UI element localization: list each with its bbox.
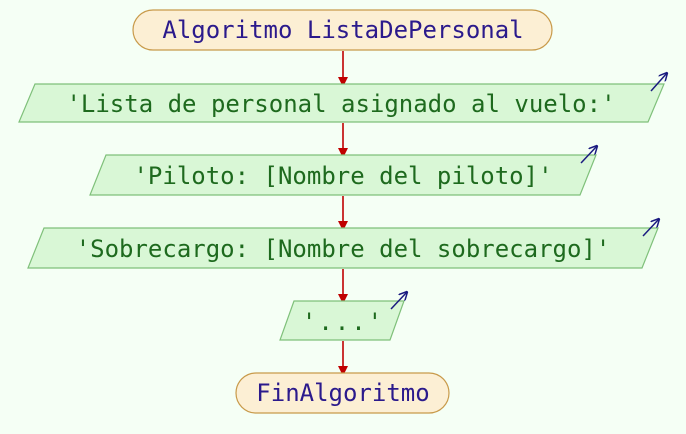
- output-box-1[interactable]: 'Lista de personal asignado al vuelo:': [18, 73, 667, 123]
- output-arrow-icon: [580, 146, 597, 164]
- start-terminal-shape: [132, 9, 553, 51]
- algorithm-name: ListaDePersonal: [307, 16, 524, 44]
- output-box-3[interactable]: 'Sobrecargo: [Nombre del sobrecargo]': [27, 219, 659, 269]
- end-terminal[interactable]: FinAlgoritmo: [235, 372, 450, 414]
- end-terminal-shape: [235, 372, 450, 414]
- start-keyword: Algoritmo: [162, 16, 292, 44]
- output-box-2-shape: [89, 154, 597, 196]
- output-arrow-icon: [642, 219, 659, 237]
- output-box-4[interactable]: '...': [279, 292, 407, 341]
- output-box-4-shape: [279, 300, 405, 341]
- output-box-2-text: 'Piloto: [Nombre del piloto]': [133, 162, 552, 190]
- start-terminal-label: Algoritmo ListaDePersonal: [162, 16, 523, 44]
- start-terminal[interactable]: Algoritmo ListaDePersonal: [132, 9, 553, 51]
- output-arrow-icon: [650, 73, 667, 92]
- output-arrow-icon: [390, 292, 407, 310]
- output-box-1-shape: [18, 83, 665, 123]
- output-box-2[interactable]: 'Piloto: [Nombre del piloto]': [89, 146, 597, 196]
- output-box-1-text: 'Lista de personal asignado al vuelo:': [66, 90, 615, 118]
- end-terminal-label: FinAlgoritmo: [256, 379, 429, 407]
- output-box-3-shape: [27, 227, 659, 269]
- output-box-4-text: '...': [302, 308, 384, 336]
- output-box-3-text: 'Sobrecargo: [Nombre del sobrecargo]': [76, 235, 611, 263]
